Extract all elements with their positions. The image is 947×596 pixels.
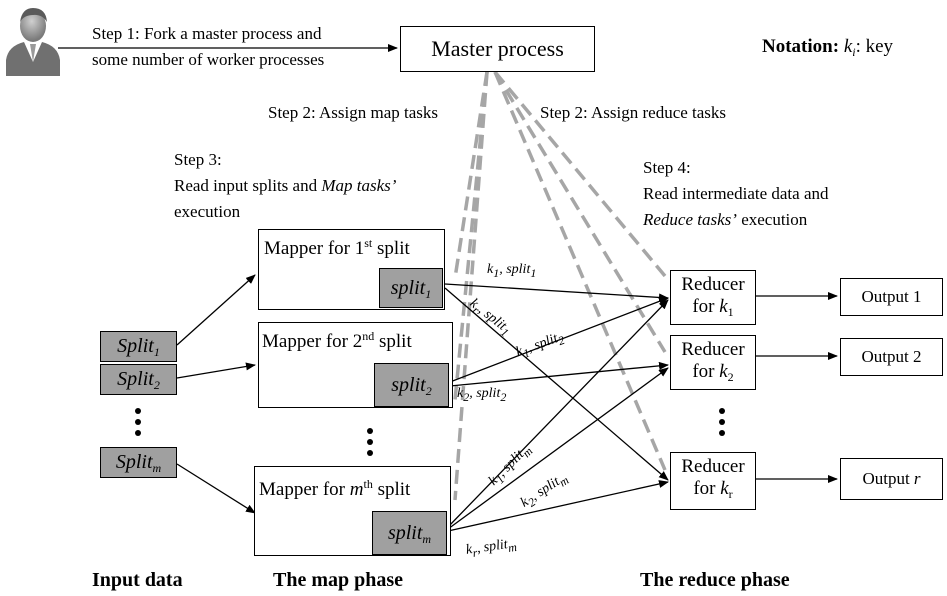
mapper-m-split: splitm [372,511,447,555]
assignment-dashed-lines [453,70,667,501]
step4-line1: Step 4: [643,158,691,177]
mapper-2-label: Mapper for 2nd split [262,329,412,352]
master-process-box: Master process [400,26,595,72]
ellipsis-dot [367,450,373,456]
step3-line3: execution [174,202,241,221]
mapper-1-box: Mapper for 1st split split1 [258,229,445,310]
step3-line2b: Map tasks’ [321,176,397,195]
step4-line3b: execution [736,210,808,229]
master-process-label: Master process [431,36,564,61]
reducer-1-box: Reducer for k1 [670,270,756,325]
output-2-box: Output 2 [840,338,943,376]
reducer-2-box: Reducer for k2 [670,335,756,390]
mapper-m-label: Mapper for mth split [259,477,411,500]
step2-map-label: Step 2: Assign map tasks [268,103,439,122]
ellipsis-dot [719,430,725,436]
shuffle-arrows [444,283,669,532]
ellipsis-dot [719,419,725,425]
edge-label-k2-split2: k2, split2 [457,386,507,404]
mapper-m-box: Mapper for mth split splitm [254,466,451,556]
input-split-1: Split1 [100,331,177,362]
ellipsis-dot [135,430,141,436]
input-split-2: Split2 [100,364,177,395]
notation-label: Notation: [762,36,840,57]
reducer-r-box: Reducer for kr [670,452,756,510]
mapper-1-split: split1 [379,268,443,308]
mapper-2-split: split2 [374,363,449,407]
notation-sub: i [852,45,856,59]
edge-label-k1-split1: k1, split1 [487,262,537,280]
ellipsis-dot [719,408,725,414]
ellipsis-dot [367,428,373,434]
step2-reduce-label: Step 2: Assign reduce tasks [540,103,727,122]
user-icon [6,8,60,76]
output-1-box: Output 1 [840,278,943,316]
output-arrows [756,292,838,483]
step1-line1: Step 1: Fork a master process and [92,24,322,43]
step4-line3: Reduce tasks’ execution [643,210,807,230]
input-split-m: Splitm [100,447,177,478]
notation-k: k [843,36,853,57]
notation: Notation: ki: key [762,36,893,59]
mapper-1-label: Mapper for 1st split [264,236,410,259]
mapper-2-box: Mapper for 2nd split split2 [258,322,453,408]
step4-line3a: Reduce tasks’ [643,210,737,229]
step3-line2a: Read input splits and [174,176,322,195]
step1-line2: some number of worker processes [92,50,325,69]
split-arrows [176,274,256,514]
step3-line1: Step 3: [174,150,222,169]
ellipsis-dot [367,439,373,445]
phase-reduce: The reduce phase [640,569,790,591]
phase-input-data: Input data [92,569,183,591]
ellipsis-dot [135,408,141,414]
step3-line2: Read input splits and Map tasks’ [174,176,396,196]
step4-line2: Read intermediate data and [643,184,829,203]
output-r-box: Output r [840,458,943,500]
phase-map: The map phase [273,569,404,591]
ellipsis-dot [135,419,141,425]
notation-rest: : key [855,36,894,57]
